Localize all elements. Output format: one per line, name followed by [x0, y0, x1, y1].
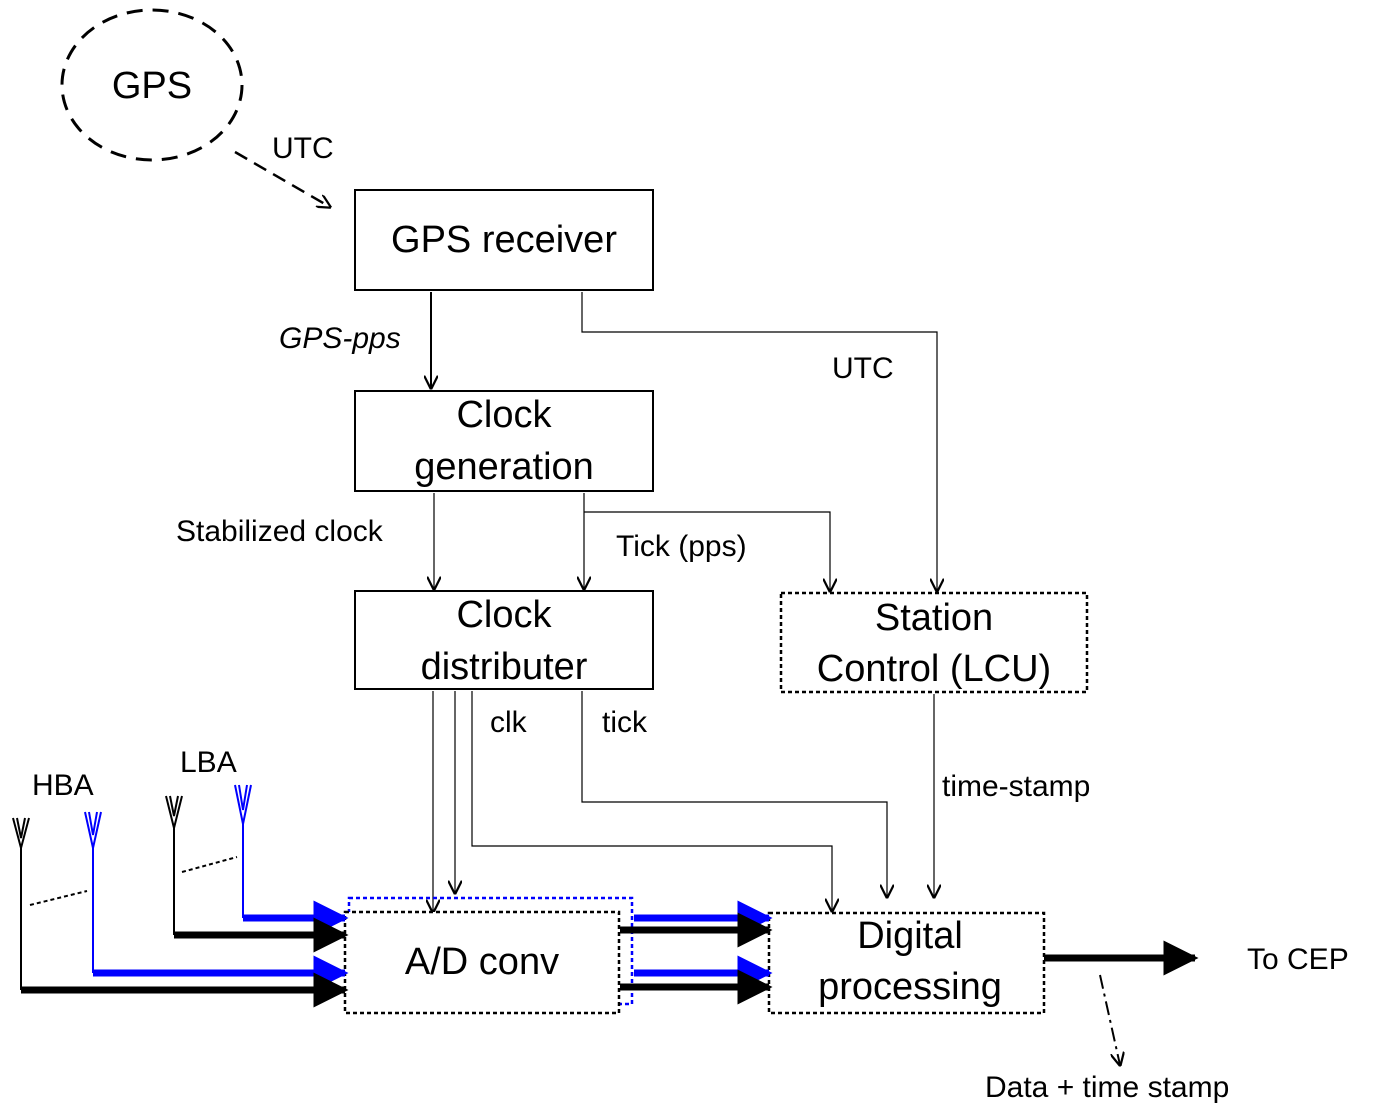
utc-satellite-arrow — [234, 150, 330, 207]
utc-to-station-line — [581, 292, 937, 591]
station-control-line1: Station — [875, 597, 993, 639]
clk-to-digital-line — [471, 691, 832, 911]
clock-generation-line2: generation — [414, 446, 594, 488]
station-control-line2: Control (LCU) — [817, 648, 1051, 690]
stabilized-clock-label: Stabilized clock — [176, 515, 384, 548]
ad-conv-label: A/D conv — [405, 941, 559, 983]
digital-processing-block: Digital processing — [767, 911, 1046, 1015]
clock-generation-line1: Clock — [456, 394, 552, 436]
ad-conv-block: A/D conv — [343, 896, 634, 1015]
utc-receiver-label: UTC — [832, 352, 894, 385]
tick-pps-label: Tick (pps) — [616, 530, 747, 563]
clock-distributer-line2: distributer — [421, 646, 588, 688]
lba-label: LBA — [180, 746, 237, 779]
antenna-icon — [234, 784, 252, 918]
data-time-stamp-label: Data + time stamp — [985, 1071, 1229, 1104]
station-control-block: Station Control (LCU) — [779, 591, 1089, 694]
antenna-icon — [165, 795, 183, 935]
hba-label: HBA — [32, 769, 94, 802]
time-stamp-label: time-stamp — [942, 770, 1090, 803]
gps-source: GPS — [60, 8, 244, 162]
gps-receiver-block: GPS receiver — [354, 189, 654, 291]
clock-distributer-block: Clock distributer — [354, 590, 654, 690]
gps-label: GPS — [112, 65, 192, 107]
tick-to-station-line — [584, 511, 830, 591]
digital-processing-line2: processing — [818, 966, 1002, 1008]
lba-antenna-group: LBA — [165, 746, 252, 935]
gps-pps-label: GPS-pps — [279, 322, 401, 355]
tick-label: tick — [602, 706, 648, 739]
to-cep-label: To CEP — [1247, 943, 1349, 976]
clk-label: clk — [490, 706, 528, 739]
digital-processing-line1: Digital — [857, 915, 963, 957]
data-time-stamp-arrow — [1099, 974, 1120, 1065]
hba-antenna-group: HBA — [12, 769, 102, 990]
clock-distributer-line1: Clock — [456, 594, 552, 636]
tick-to-digital-line — [581, 691, 887, 897]
hba-ellipsis — [29, 890, 88, 906]
clock-generation-block: Clock generation — [354, 390, 654, 492]
gps-receiver-label: GPS receiver — [391, 219, 617, 261]
lba-ellipsis — [181, 856, 238, 873]
antenna-icon — [12, 817, 30, 990]
gps-ellipse — [60, 8, 244, 162]
antenna-icon — [84, 811, 102, 973]
utc-satellite-label: UTC — [272, 132, 334, 165]
